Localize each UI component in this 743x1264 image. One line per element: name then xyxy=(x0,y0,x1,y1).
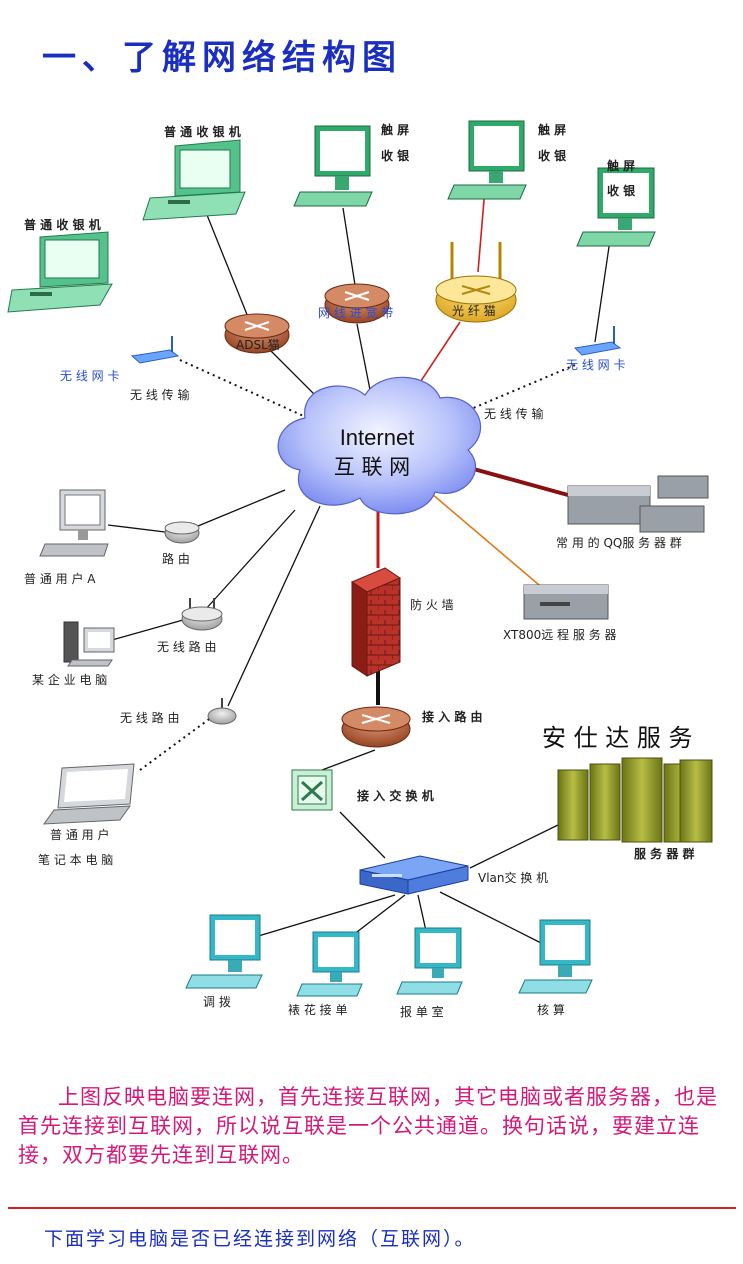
server-group-label: 服 务 器 群 xyxy=(634,846,695,861)
internet-cloud: Internet 互 联 网 xyxy=(277,376,481,515)
fiber-label: 光 纤 猫 xyxy=(452,304,496,318)
adsl-modem-icon xyxy=(224,313,290,354)
pc-baodan-icon xyxy=(396,927,463,995)
pc-diaobo-icon xyxy=(185,914,263,989)
wifi-card-left-icon xyxy=(130,336,180,364)
touch1-label-a: 触 屏 xyxy=(381,122,409,137)
pc-baodan-label: 报 单 室 xyxy=(400,1004,444,1019)
access-switch-label: 接 入 交 换 机 xyxy=(357,788,434,803)
enterprise-pc-icon xyxy=(63,621,115,667)
page-title: 一、了解网络结构图 xyxy=(42,38,402,78)
user-a-label: 普 通 用 户 A xyxy=(24,571,96,586)
touch3-label-b: 收 银 xyxy=(607,183,636,198)
xt800-label: XT800远 程 服 务 器 xyxy=(503,627,617,642)
wifi-card-right-icon xyxy=(573,326,622,356)
fiber-modem-icon xyxy=(435,242,517,323)
description-paragraph: 上图反映电脑要连网，首先连接互联网，其它电脑或者服务器，也是首先连接到互联网，所… xyxy=(18,1085,718,1167)
wireless-left-label: 无 线 传 输 xyxy=(130,387,189,402)
pc-hesuan-label: 核 算 xyxy=(537,1002,565,1017)
wifi-router-1-label: 无 线 路 由 xyxy=(157,639,216,654)
wifi-card-right-label: 无 线 网 卡 xyxy=(566,358,625,372)
touch-screen-1 xyxy=(293,125,373,207)
laptop-label-a: 普 通 用 户 xyxy=(50,827,109,842)
next-step-note: 下面学习电脑是否已经连接到网络（互联网）。 xyxy=(44,1228,476,1250)
cashier-monitor-top xyxy=(142,139,246,221)
ansida-servers-icon xyxy=(557,757,713,843)
connection-lines xyxy=(107,187,611,946)
wireless-right-label: 无 线 传 输 xyxy=(484,406,543,421)
pc-hesuan-icon xyxy=(518,919,593,994)
network-diagram: Internet 互 联 网 普 通 收 银 机 普 通 收 银 机 触 屏 收… xyxy=(7,120,713,1019)
cashier-left-label: 普 通 收 银 机 xyxy=(24,217,101,232)
qq-servers-icon xyxy=(567,475,709,533)
broadband-label: 网 线 进 宽 带 xyxy=(318,305,393,320)
touch2-label-a: 触 屏 xyxy=(538,122,566,137)
touch2-label-b: 收 银 xyxy=(538,148,567,163)
cloud-label-internet: Internet xyxy=(340,425,415,450)
qq-servers-label: 常 用 的 QQ服 务 器 群 xyxy=(556,535,682,550)
enterprise-pc-label: 某 企 业 电 脑 xyxy=(32,672,107,687)
pc-biaohua-label: 裱 花 接 单 xyxy=(288,1002,347,1017)
wifi-router-1-icon xyxy=(181,598,223,631)
touch-screen-2 xyxy=(447,120,527,200)
laptop-icon xyxy=(42,763,135,825)
user-a-pc-icon xyxy=(39,489,109,557)
touch1-label-b: 收 银 xyxy=(381,148,410,163)
touch3-label-a: 触 屏 xyxy=(607,158,635,173)
broadband-modem-icon xyxy=(324,283,390,324)
access-switch-icon xyxy=(291,769,333,811)
cashier-monitor-left xyxy=(7,231,113,313)
router-icon xyxy=(164,521,200,544)
cloud-label-chinese: 互 联 网 xyxy=(334,455,410,479)
firewall-icon xyxy=(350,567,402,677)
vlan-label: Vlan交 换 机 xyxy=(478,870,548,885)
firewall-label: 防 火 墙 xyxy=(410,597,454,612)
wifi-router-2-icon xyxy=(207,698,237,725)
xt800-server-icon xyxy=(523,584,609,620)
divider-line xyxy=(8,1207,736,1209)
wifi-router-2-label: 无 线 路 由 xyxy=(120,710,179,725)
laptop-label-b: 笔 记 本 电 脑 xyxy=(38,852,113,867)
pc-diaobo-label: 调 拨 xyxy=(203,995,231,1009)
access-router-label: 接 入 路 由 xyxy=(422,709,483,724)
cashier-top-label: 普 通 收 银 机 xyxy=(164,124,241,139)
wifi-card-left-label: 无 线 网 卡 xyxy=(60,369,119,383)
touch-screen-3 xyxy=(576,167,656,247)
vlan-switch-icon xyxy=(359,855,469,895)
router-label: 路 由 xyxy=(162,551,190,566)
pc-biaohua-icon xyxy=(296,931,363,997)
ansida-label: 安 仕 达 服 务 xyxy=(542,724,693,752)
adsl-label: ADSL猫 xyxy=(236,338,280,352)
access-router-icon xyxy=(341,706,411,748)
